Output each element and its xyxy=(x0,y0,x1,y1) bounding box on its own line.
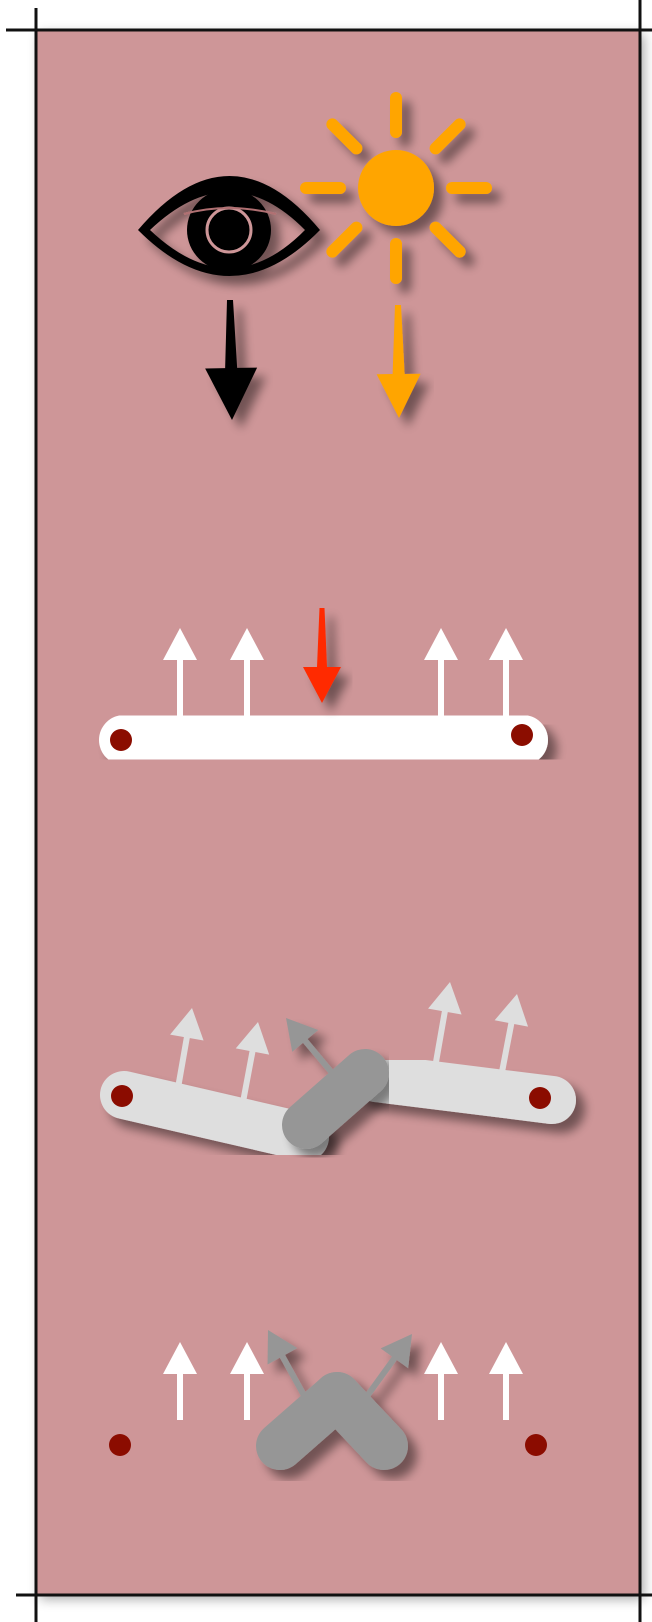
bent-right-segment xyxy=(376,1078,552,1100)
left-joint xyxy=(109,1434,131,1456)
right-joint xyxy=(511,724,533,746)
left-joint xyxy=(111,1085,133,1107)
sun-disc xyxy=(358,150,434,226)
left-joint xyxy=(110,729,132,751)
right-joint xyxy=(529,1087,551,1109)
flat-bar xyxy=(110,724,533,751)
crease-right-flank xyxy=(337,1396,384,1446)
panel-background xyxy=(36,30,640,1595)
right-joint xyxy=(525,1434,547,1456)
sun-icon xyxy=(306,98,486,278)
